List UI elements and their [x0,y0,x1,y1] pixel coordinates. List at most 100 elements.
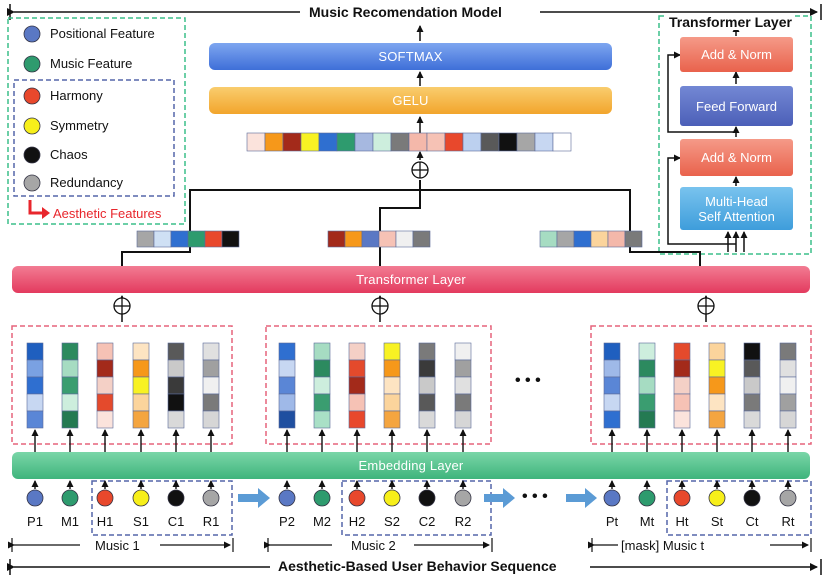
token-dot-s2 [383,489,401,507]
feature-cell-g3-c3-r2 [673,359,691,378]
music-2-label: Music 2 [351,538,396,553]
token-dot-r1 [202,489,220,507]
feature-cell-g3-c3-r1 [673,342,691,361]
feature-cell-g2-c2-r5 [313,410,331,429]
summary-cell-1-6 [221,230,240,248]
feature-cell-g1-c5-r3 [167,376,185,395]
chaos-dot [23,146,41,164]
concat-cell-14 [480,132,500,152]
feature-cell-g1-c3-r2 [96,359,114,378]
redundancy-dot [23,174,41,192]
token-label-mt: Mt [639,514,655,529]
feature-cell-g3-c4-r5 [708,410,726,429]
concat-cell-17 [534,132,554,152]
feature-cell-g3-c4-r4 [708,393,726,412]
feature-cell-g1-c6-r1 [202,342,220,361]
token-label-s1: S1 [133,514,149,529]
summary-cell-2-6 [412,230,431,248]
feature-cell-g1-c4-r3 [132,376,150,395]
token-dot-s1 [132,489,150,507]
concat-vector-layer [246,132,572,152]
feature-cell-g2-c4-r3 [383,376,401,395]
feature-cell-g3-c1-r4 [603,393,621,412]
summary-cell-2-5 [395,230,414,248]
token-dot-mt [638,489,656,507]
feature-cell-g2-c2-r4 [313,393,331,412]
concat-cell-2 [264,132,284,152]
token-label-r2: R2 [454,514,472,529]
concat-cell-13 [462,132,482,152]
concat-cell-11 [426,132,446,152]
token-dot-ct [743,489,761,507]
music-2-aesthetic-group [341,480,492,536]
legend-chaos-label: Chaos [50,147,88,162]
merge-line-right [420,189,701,266]
feature-cell-g3-c5-r3 [743,376,761,395]
token-label-rt: Rt [781,514,795,529]
feature-cell-g1-c3-r5 [96,410,114,429]
feature-cell-g2-c5-r5 [418,410,436,429]
token-dot-pt [603,489,621,507]
group-plus-1 [113,295,131,322]
summary-cell-3-2 [556,230,575,248]
concat-cell-3 [282,132,302,152]
feature-cell-g1-c5-r2 [167,359,185,378]
feature-cell-g1-c1-r4 [26,393,44,412]
feature-cell-g1-c6-r2 [202,359,220,378]
token-label-c1: C1 [167,514,185,529]
feature-cell-g2-c6-r1 [454,342,472,361]
model-title: Music Recomendation Model [303,4,508,20]
attention-line-2: Self Attention [698,208,775,224]
legend-harmony-label: Harmony [50,88,103,103]
feed-forward-block: Feed Forward [680,86,793,126]
token-label-st: St [710,514,724,529]
feature-cell-g2-c5-r2 [418,359,436,378]
token-dot-st [708,489,726,507]
summary-cell-3-1 [539,230,558,248]
feature-cell-g1-c6-r3 [202,376,220,395]
summary-cell-1-4 [187,230,206,248]
embedding-layer-bar: Embedding Layer [12,452,810,479]
token-dot-h1 [96,489,114,507]
concat-cell-5 [318,132,338,152]
token-label-p2: P2 [279,514,295,529]
feature-cell-g2-c2-r2 [313,359,331,378]
legend-positional-label: Positional Feature [50,26,155,41]
feature-cell-g1-c4-r4 [132,393,150,412]
add-norm-top-block: Add & Norm [680,37,793,72]
token-label-ht: Ht [675,514,689,529]
feature-cell-g2-c3-r5 [348,410,366,429]
feature-cell-g1-c5-r1 [167,342,185,361]
feature-cell-g2-c4-r5 [383,410,401,429]
feature-cell-g3-c2-r3 [638,376,656,395]
feature-cell-g3-c2-r5 [638,410,656,429]
feature-cell-g3-c5-r2 [743,359,761,378]
token-dot-m1 [61,489,79,507]
token-label-r1: R1 [202,514,220,529]
summary-cell-2-1 [327,230,346,248]
feature-cell-g2-c6-r2 [454,359,472,378]
feature-cell-g1-c1-r5 [26,410,44,429]
music-t-feature-box [590,325,812,445]
feature-ellipsis: • • • [515,372,541,389]
music-feature-dot [23,55,41,73]
aesthetic-legend-group [13,79,175,197]
feature-cell-g2-c3-r2 [348,359,366,378]
feature-cell-g3-c5-r5 [743,410,761,429]
summary-vectors-layer [136,230,643,248]
summary-cell-1-5 [204,230,223,248]
transformer-detail-title: Transformer Layer [667,14,794,30]
feature-cell-g2-c5-r3 [418,376,436,395]
music-t-label: [mask] Music t [621,538,705,553]
softmax-bar: SOFTMAX [209,43,612,70]
positional-feature-dot [23,25,41,43]
token-label-pt: Pt [605,514,619,529]
feature-cell-g3-c2-r1 [638,342,656,361]
legend-symmetry-label: Symmetry [50,118,109,133]
token-dot-c2 [418,489,436,507]
multi-head-attention-block: Multi-Head Self Attention [680,187,793,230]
aesthetic-pointer-arrow [28,200,44,215]
feature-cell-g1-c3-r4 [96,393,114,412]
